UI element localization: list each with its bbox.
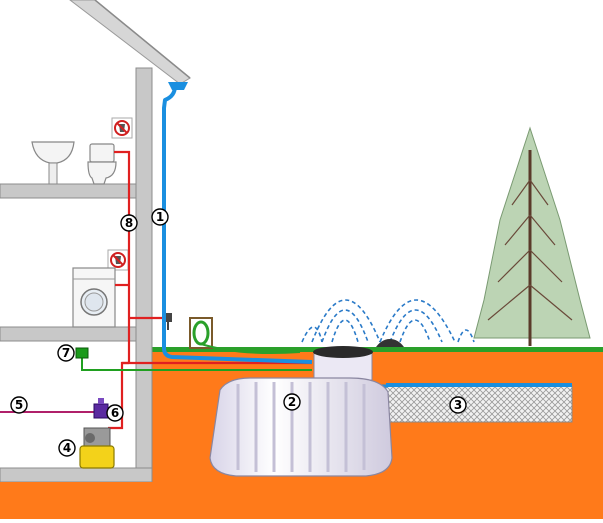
label-downpipe: 1 [151, 208, 169, 226]
svg-text:7: 7 [62, 346, 70, 360]
grass-line [150, 347, 603, 352]
svg-text:1: 1 [156, 210, 164, 224]
label-tank: 2 [283, 393, 301, 411]
label-control: 7 [57, 344, 75, 362]
svg-text:4: 4 [63, 441, 71, 455]
washbasin-icon [31, 141, 75, 185]
svg-text:6: 6 [111, 406, 119, 420]
label-infiltration: 3 [449, 396, 467, 414]
downpipe [162, 85, 313, 364]
washing-machine-icon [72, 267, 116, 328]
pump-icon [79, 427, 115, 469]
svg-text:5: 5 [15, 398, 23, 412]
control-unit-icon [75, 347, 89, 359]
house-roof [69, 0, 191, 85]
label-valve: 6 [106, 404, 124, 422]
sprinkler-icon [301, 299, 475, 343]
rainwater-tank [209, 346, 393, 477]
label-pump: 4 [58, 439, 76, 457]
garden-hose-reel-icon [189, 317, 301, 354]
tree-icon [473, 126, 591, 346]
outdoor-tap-icon [164, 313, 172, 330]
gutter-icon [168, 82, 188, 90]
sprinkler-head-icon [376, 339, 404, 347]
label-rainwater-supply: 8 [120, 214, 138, 232]
no-drinking-sign-icon [107, 249, 129, 271]
toilet-icon [87, 143, 117, 185]
svg-text:3: 3 [454, 398, 462, 412]
svg-text:2: 2 [288, 395, 296, 409]
svg-text:8: 8 [125, 216, 133, 230]
no-drinking-sign-icon [111, 117, 133, 139]
rainwater-supply-pipe [108, 150, 312, 430]
control-line [81, 356, 312, 371]
label-mains: 5 [10, 396, 28, 414]
infiltration-bed [385, 383, 573, 423]
